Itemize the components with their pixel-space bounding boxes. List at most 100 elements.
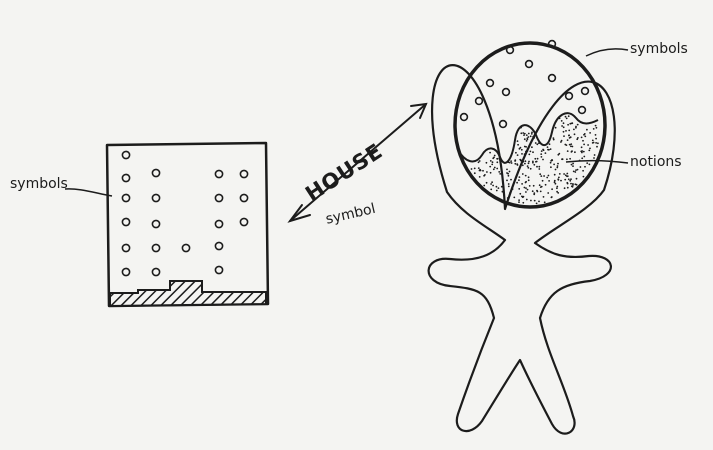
notions-stipple-dot	[561, 140, 563, 142]
symbol-circle	[122, 218, 129, 225]
notions-stipple-dot	[530, 135, 532, 137]
notions-stipple-dot	[582, 140, 584, 142]
notions-stipple-dot	[544, 201, 546, 203]
notions-stipple-dot	[550, 162, 552, 164]
notions-stipple-dot	[548, 149, 550, 151]
notions-stipple-dot	[581, 146, 583, 148]
notions-stipple-dot	[524, 146, 526, 148]
notions-stipple-dot	[551, 159, 553, 161]
notions-stipple-dot	[516, 182, 518, 184]
notions-stipple-dot	[554, 181, 556, 183]
symbol-circle	[122, 194, 129, 201]
notions-stipple-dot	[572, 183, 574, 185]
notions-stipple-dot	[569, 144, 571, 146]
notions-stipple-dot	[483, 185, 485, 187]
notions-stipple-dot	[580, 166, 582, 168]
notions-stipple-dot	[563, 126, 565, 128]
notions-stipple-dot	[555, 183, 557, 185]
notions-stipple-dot	[568, 130, 570, 132]
notions-stipple-dot	[494, 167, 496, 169]
notions-stipple-dot	[538, 142, 540, 144]
notions-stipple-dot	[534, 200, 536, 202]
notions-stipple-dot	[524, 187, 526, 189]
notions-stipple-dot	[516, 163, 518, 165]
notions-stipple-dot	[543, 175, 545, 177]
notions-stipple-dot	[566, 175, 568, 177]
notions-stipple-dot	[592, 142, 594, 144]
notions-stipple-dot	[525, 181, 527, 183]
notions-stipple-dot	[541, 150, 543, 152]
notions-stipple-dot	[567, 187, 569, 189]
notions-stipple-dot	[533, 194, 535, 196]
notions-stipple-dot	[490, 160, 492, 162]
notions-stipple-dot	[533, 185, 535, 187]
notions-stipple-dot	[490, 183, 492, 185]
notions-stipple-dot	[564, 144, 566, 146]
notions-stipple-dot	[509, 171, 511, 173]
notions-stipple-dot	[536, 203, 538, 205]
notions-stipple-dot	[521, 183, 523, 185]
notions-stipple-dot	[479, 176, 481, 178]
notions-stipple-dot	[521, 149, 523, 151]
notions-stipple-dot	[538, 168, 540, 170]
symbol-circle	[152, 244, 159, 251]
symbol-circle	[526, 61, 533, 68]
symbol-circle	[152, 220, 159, 227]
notions-stipple-dot	[508, 183, 510, 185]
notions-stipple-dot	[528, 161, 530, 163]
notions-stipple-dot	[593, 157, 595, 159]
notions-stipple-dot	[527, 165, 529, 167]
notions-stipple-dot	[563, 122, 565, 124]
notions-stipple-dot	[519, 193, 521, 195]
notions-stipple-dot	[522, 132, 524, 134]
symbol-circle	[582, 88, 589, 95]
notions-stipple-dot	[506, 180, 508, 182]
notions-stipple-dot	[553, 139, 555, 141]
notions-stipple-dot	[595, 125, 597, 127]
notions-stipple-dot	[486, 171, 488, 173]
notions-stipple-dot	[496, 158, 498, 160]
notions-stipple-dot	[511, 162, 513, 164]
notions-stipple-dot	[594, 154, 596, 156]
notions-stipple-dot	[548, 175, 550, 177]
notions-stipple-dot	[534, 158, 536, 160]
notions-stipple-dot	[566, 118, 568, 120]
notions-stipple-dot	[583, 156, 585, 158]
notions-stipple-dot	[562, 158, 564, 160]
notions-stipple-dot	[522, 164, 524, 166]
symbol-circle	[579, 107, 586, 114]
notions-stipple-dot	[493, 168, 495, 170]
notions-stipple-dot	[492, 161, 494, 163]
notions-stipple-dot	[536, 166, 538, 168]
notions-stipple-dot	[582, 170, 584, 172]
notions-label: notions	[630, 155, 682, 169]
notions-stipple-dot	[538, 201, 540, 203]
notions-stipple-dot	[521, 160, 523, 162]
notions-stipple-dot	[551, 197, 553, 199]
notions-stipple-dot	[522, 202, 524, 204]
notions-stipple-dot	[517, 154, 519, 156]
notions-stipple-dot	[583, 134, 585, 136]
notions-stipple-dot	[509, 162, 511, 164]
notions-stipple-dot	[532, 190, 534, 192]
box-hatched-floor	[110, 281, 266, 306]
notions-stipple-dot	[548, 180, 550, 182]
notions-stipple-dot	[576, 184, 578, 186]
notions-stipple-dot	[565, 116, 567, 118]
notions-stipple-dot	[514, 163, 516, 165]
notions-stipple-dot	[568, 115, 570, 117]
notions-stipple-dot	[545, 184, 547, 186]
notions-stipple-dot	[528, 154, 530, 156]
symbol-circle	[566, 93, 573, 100]
notions-stipple-dot	[539, 173, 541, 175]
notions-stipple-dot	[527, 189, 529, 191]
notions-stipple-dot	[571, 164, 573, 166]
notions-stipple-dot	[490, 172, 492, 174]
notions-stipple-dot	[563, 131, 565, 133]
notions-stipple-dot	[527, 148, 529, 150]
notions-stipple-dot	[490, 189, 492, 191]
notions-stipple-dot	[565, 130, 567, 132]
symbol-circle	[215, 220, 222, 227]
notions-stipple-dot	[586, 129, 588, 131]
